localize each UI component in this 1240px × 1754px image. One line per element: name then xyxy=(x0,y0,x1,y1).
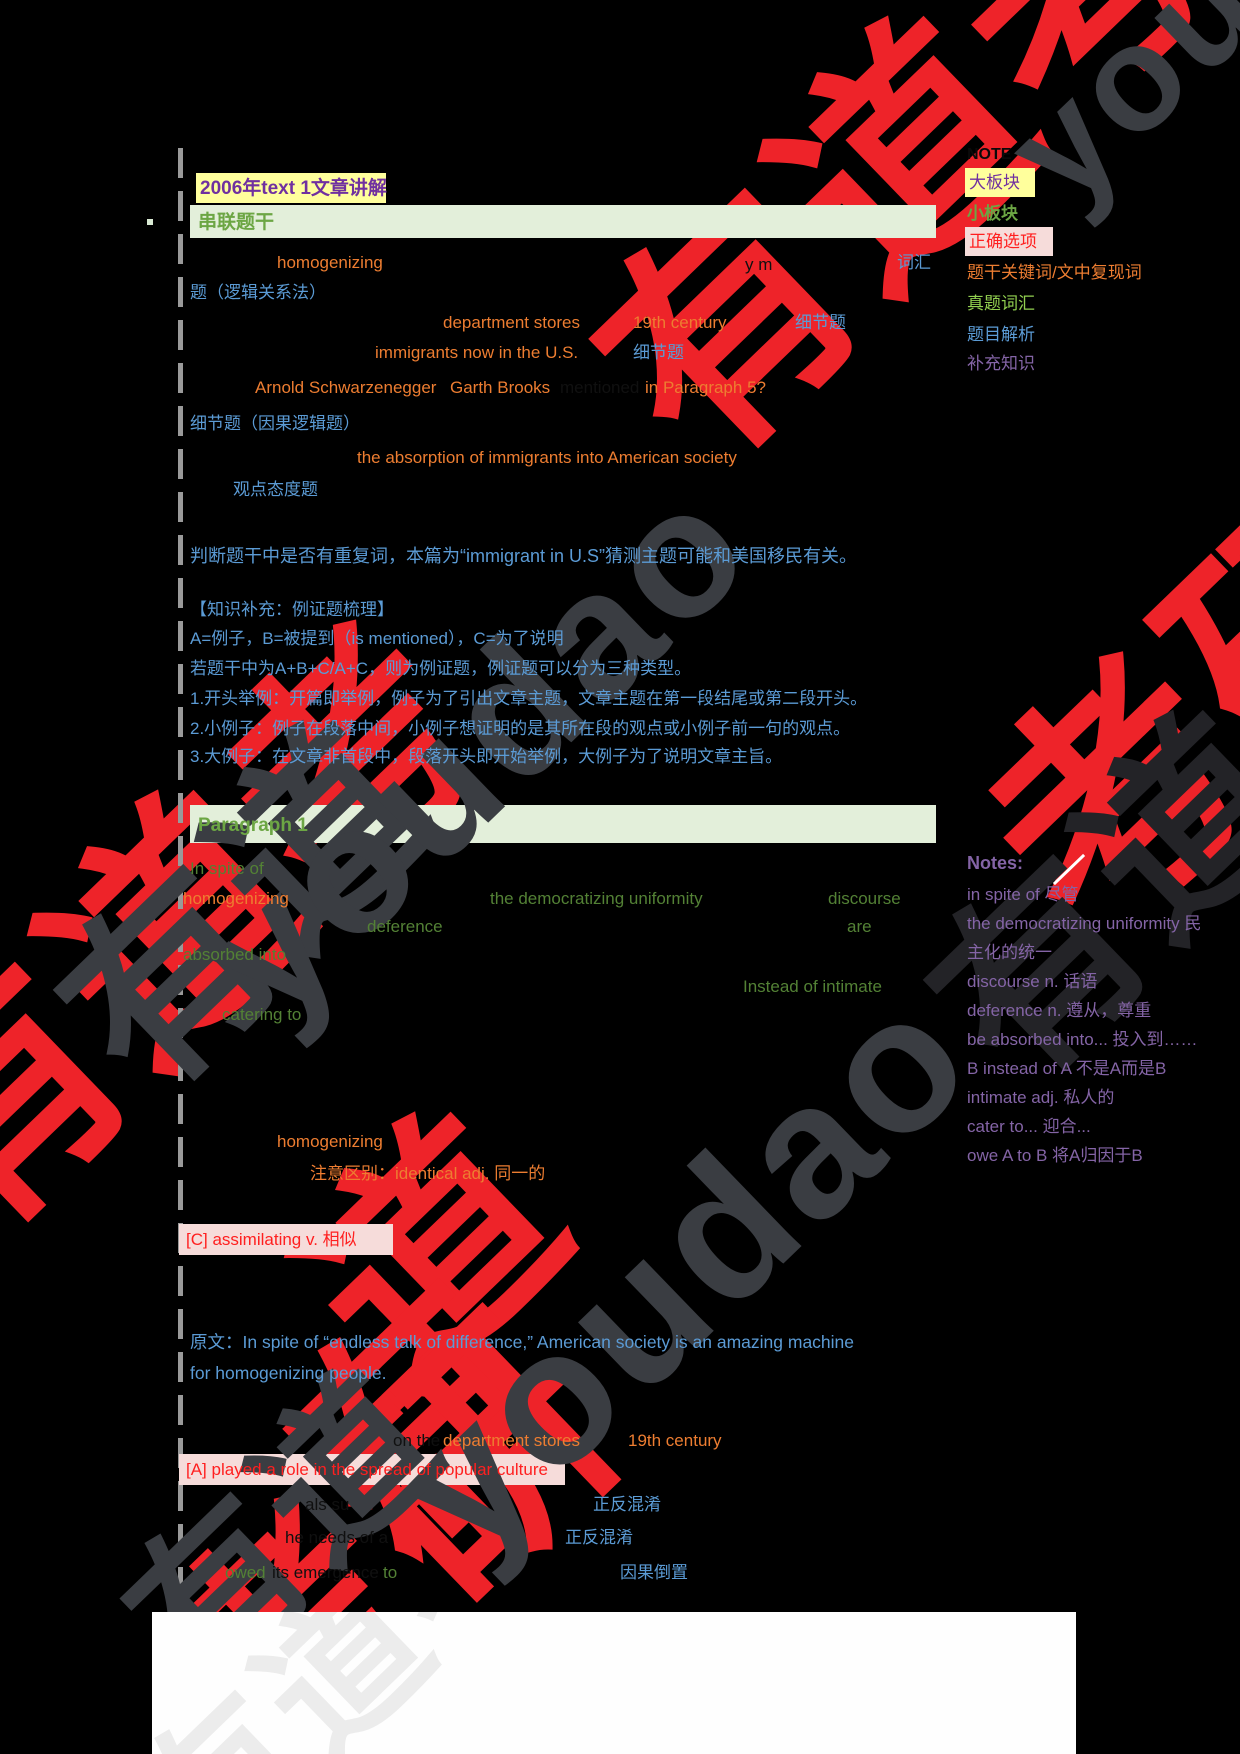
bottom-hidden-fragment-3: he needs of a xyxy=(285,1528,389,1547)
q3-keyword: immigrants now in the U.S. xyxy=(375,343,579,362)
left-dashed-rule xyxy=(178,148,183,1612)
legend-title: NOTE xyxy=(967,146,1012,163)
bottom-label-1: 正反混淆 xyxy=(593,1495,661,1514)
notes-title: Notes: xyxy=(967,853,1024,873)
p1-frag-are: are xyxy=(847,917,872,936)
section-1-label: 串联题干 xyxy=(198,212,275,233)
p1-frag-deference: deference xyxy=(367,917,443,936)
legend-exam-vocab: 真题词汇 xyxy=(967,294,1035,313)
knowledge-line-6: 3.大例子：在文章非首段中，段落开头即开始举例，大例子为了说明文章主旨。 xyxy=(190,747,783,766)
paragraph-1-label: Paragraph 1 xyxy=(198,815,308,836)
source-text-line-1: 原文：In spite of “endless talk of differen… xyxy=(190,1332,855,1352)
knowledge-line-2: A=例子，B=被提到（is mentioned），C=为了说明 xyxy=(190,629,564,648)
note-item: 主化的统一 xyxy=(967,943,1052,962)
legend-question-analysis: 题目解析 xyxy=(967,325,1035,344)
bottom-owed-to: to xyxy=(383,1563,398,1582)
q4-type: 细节题（因果逻辑题） xyxy=(190,414,360,433)
p1-frag-absorbed-into: absorbed into xyxy=(183,945,287,964)
knowledge-line-5: 2.小例子：例子在段落中间，小例子想证明的是其所在段的观点或小例子前一句的观点。 xyxy=(190,719,851,738)
note-item: cater to... 迎合... xyxy=(967,1117,1091,1136)
answer-a-text: [A] played a role in the spread of popul… xyxy=(186,1460,548,1479)
q4-keyword-a: Arnold Schwarzenegger xyxy=(255,378,437,397)
p1-frag-homogenizing-2: homogenizing xyxy=(277,1132,383,1151)
p1-frag-democratizing-uniformity: the democratizing uniformity xyxy=(490,889,703,908)
note-item: B instead of A 不是A而是B xyxy=(967,1059,1167,1078)
bottom-hidden-fragment-1: on the xyxy=(393,1431,441,1450)
q2-type: 细节题 xyxy=(795,313,846,332)
cursor-dot xyxy=(147,219,153,225)
notes-list: in spite of 尽管 the democratizing uniform… xyxy=(967,880,1201,1170)
title-highlight-box xyxy=(196,173,386,203)
legend-stem-keywords: 题干关键词/文中复现词 xyxy=(967,263,1142,282)
note-item: deference n. 遵从，尊重 xyxy=(967,1001,1152,1020)
legend-correct-option: 正确选项 xyxy=(969,232,1037,251)
answer-c-highlight-box xyxy=(179,1224,393,1255)
q1-type-end: 词汇 xyxy=(897,253,931,272)
q2-keyword-a: department stores xyxy=(443,313,581,332)
legend-big-block: 大板块 xyxy=(969,173,1020,192)
q1-type-continued: 题（逻辑关系法） xyxy=(190,283,326,302)
q4-keyword-c: in Paragraph 5? xyxy=(645,378,766,397)
bottom-19th-century: 19th century xyxy=(628,1431,722,1450)
p1-frag-instead-of-intimate: Instead of intimate xyxy=(743,977,882,996)
q5-keyword: the absorption of immigrants into Americ… xyxy=(357,448,737,467)
q4-hidden-fragment: mentioned xyxy=(560,378,640,397)
answer-c-text: [C] assimilating v. 相似 xyxy=(186,1230,357,1249)
note-item: discourse n. 话语 xyxy=(967,972,1098,991)
q3-type: 细节题 xyxy=(633,343,684,362)
p1-frag-catering-to: catering to xyxy=(222,1005,302,1024)
q4-keyword-b: Garth Brooks xyxy=(450,378,551,397)
p1-note-identical: 注意区别：identical adj. 同一的 xyxy=(310,1164,546,1183)
bottom-hidden-fragment-2: als su xyxy=(305,1495,350,1514)
q2-keyword-b: 19th century xyxy=(633,313,727,332)
page-title: 2006年text 1文章讲解 xyxy=(200,178,387,199)
note-item: in spite of 尽管 xyxy=(967,885,1079,904)
note-item: be absorbed into... 投入到…… xyxy=(967,1030,1198,1049)
knowledge-line-3: 若题干中为A+B+C/A+C，则为例证题，例证题可以分为三种类型。 xyxy=(190,659,692,678)
note-item: owe A to B 将A归因于B xyxy=(967,1146,1143,1165)
bottom-owed: owed xyxy=(225,1563,266,1582)
legend-big-block-box xyxy=(965,168,1035,197)
legend-small-block: 小板块 xyxy=(967,204,1018,223)
p1-frag-in-spite-of: In spite of xyxy=(190,859,264,878)
stem-analysis-line: 判断题干中是否有重复词，本篇为“immigrant in U.S”猜测主题可能和… xyxy=(190,546,858,566)
note-item: intimate adj. 私人的 xyxy=(967,1088,1115,1107)
bottom-department-stores: department stores xyxy=(443,1431,581,1450)
legend-correct-option-box xyxy=(965,227,1053,256)
p1-frag-homogenizing: homogenizing xyxy=(183,889,289,908)
q1-hidden-fragment: y m xyxy=(745,255,773,274)
knowledge-line-4: 1.开头举例：开篇即举例，例子为了引出文章主题，文章主题在第一段结尾或第二段开头… xyxy=(190,689,868,708)
knowledge-line-1: 【知识补充：例证题梳理】 xyxy=(190,600,394,619)
bottom-white-panel: 有道考研 xyxy=(152,1612,1076,1754)
q5-type: 观点态度题 xyxy=(233,480,318,499)
section-bar-1 xyxy=(190,205,936,238)
section-bar-paragraph1 xyxy=(190,805,936,843)
legend-extra-knowledge: 补充知识 xyxy=(967,354,1035,373)
bottom-owed-hidden: its emergence xyxy=(272,1563,379,1582)
answer-a-highlight-box xyxy=(179,1454,565,1485)
bottom-label-3: 因果倒置 xyxy=(620,1563,688,1582)
source-text-line-2: for homogenizing people. xyxy=(190,1363,387,1383)
note-item: the democratizing uniformity 民 xyxy=(967,914,1202,933)
p1-frag-discourse: discourse xyxy=(828,889,901,908)
bottom-label-2: 正反混淆 xyxy=(565,1528,633,1547)
watermark-faint-bottom: 有道考研 xyxy=(152,1612,707,1754)
q1-keyword: homogenizing xyxy=(277,253,383,272)
